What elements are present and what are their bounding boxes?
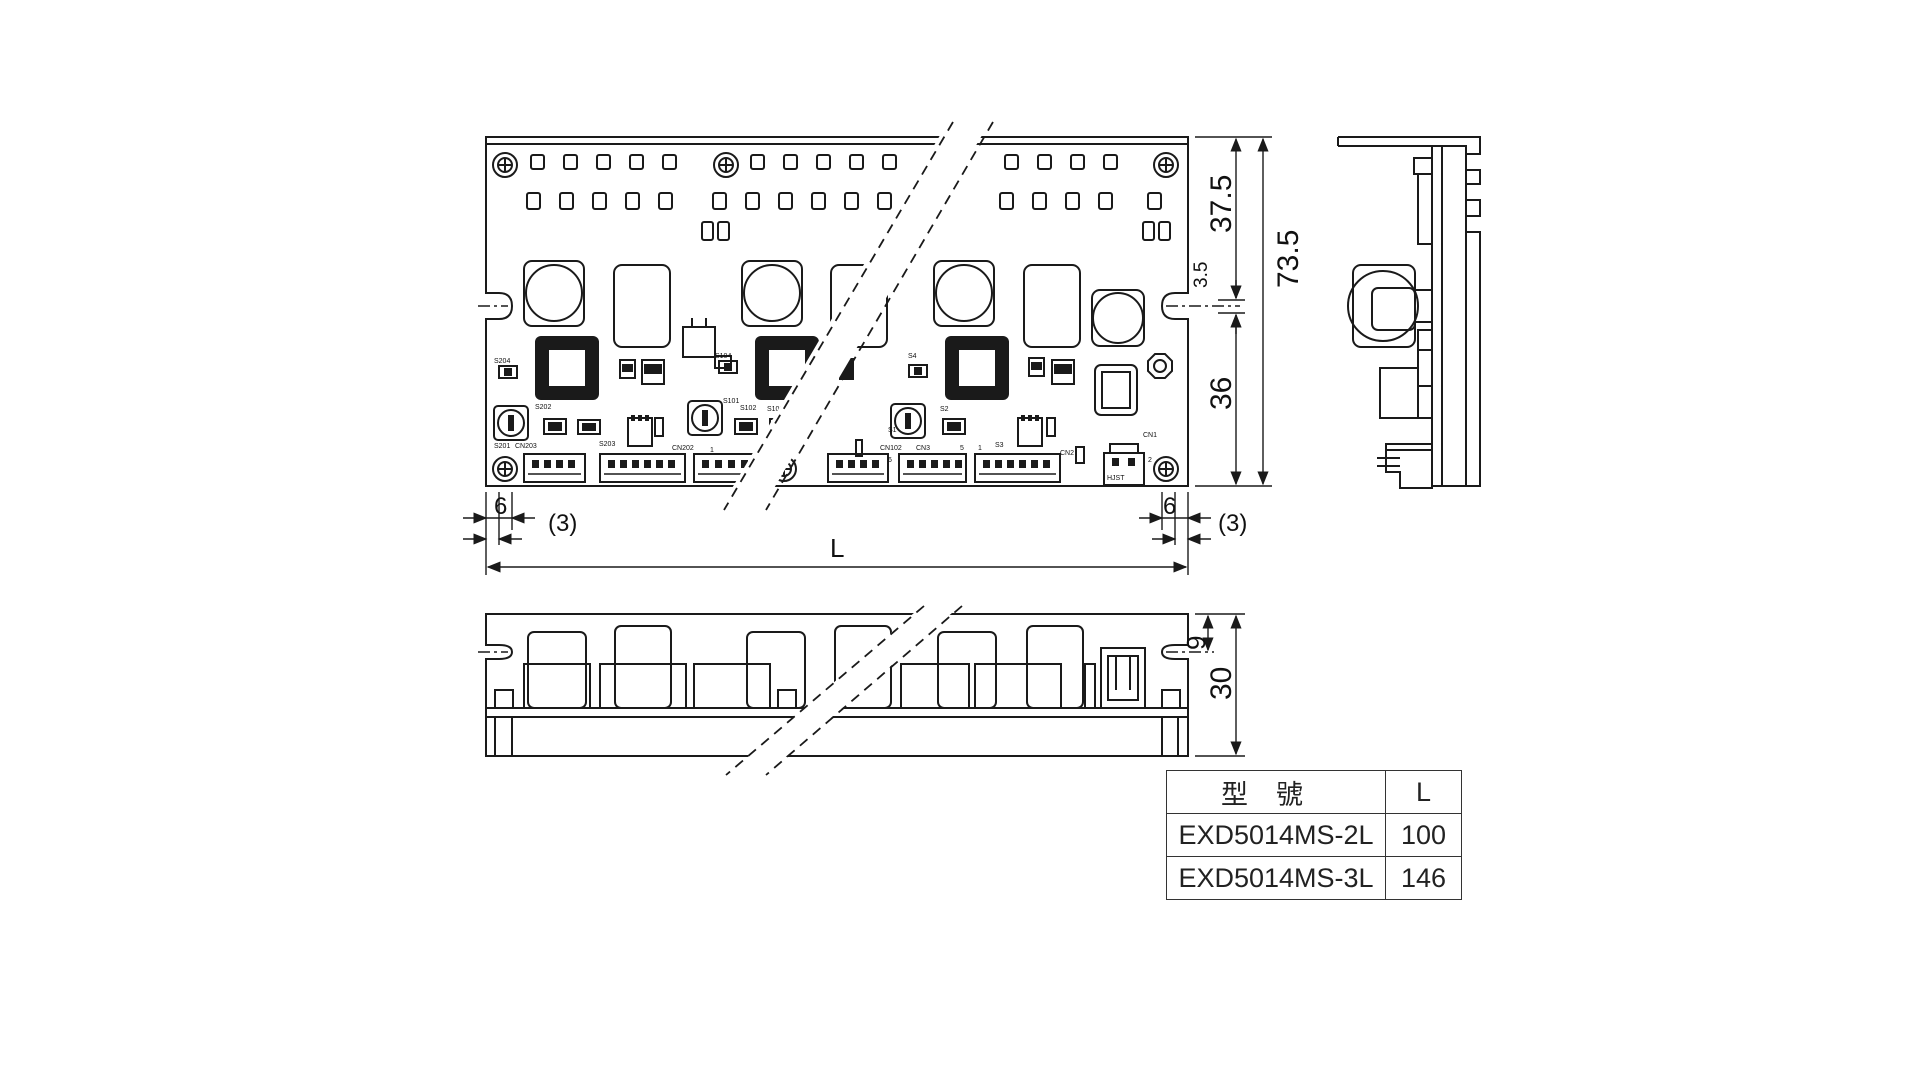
side-part [527, 631, 587, 709]
dim-top-height: 37.5 [1205, 175, 1238, 233]
pad-row-second [526, 192, 1171, 241]
connector [599, 453, 686, 483]
svg-text:5: 5 [960, 445, 964, 452]
connector [974, 453, 1061, 483]
side-view-bottom: 9 30 [478, 605, 1245, 776]
svg-text:S102: S102 [740, 405, 756, 412]
svg-text:S104: S104 [715, 353, 731, 360]
side-connector-cn1 [1100, 647, 1146, 709]
dim-left-margin: 6 [494, 493, 507, 520]
svg-text:S2: S2 [940, 406, 949, 413]
svg-text:S103: S103 [767, 406, 783, 413]
inductor [523, 260, 585, 327]
top-view-board: S204 S202 S201 CN203 S203 CN202 S104 S10… [478, 120, 1240, 512]
side-inductor [1347, 264, 1432, 348]
power-module [1094, 364, 1138, 416]
svg-text:CN102: CN102 [880, 445, 902, 452]
table-header-row: 型號 L [1166, 770, 1462, 814]
rotary-switch [687, 400, 723, 436]
capacitor [830, 264, 888, 348]
inductor [933, 260, 995, 327]
side-part [937, 631, 997, 709]
svg-text:S204: S204 [494, 358, 510, 365]
dim-lower-height: 36 [1205, 377, 1238, 410]
break-gap [727, 606, 960, 775]
capacitor [613, 264, 671, 348]
screw-icon [1153, 456, 1179, 482]
table-row: EXD5014MS-2L 100 [1166, 813, 1462, 857]
table-cell-l: 146 [1385, 856, 1462, 900]
ic-chip [535, 336, 599, 400]
inductor [741, 260, 803, 327]
svg-text:1: 1 [978, 445, 982, 452]
svg-text:CN1: CN1 [1143, 432, 1157, 439]
screw-icon [713, 152, 739, 178]
svg-text:6: 6 [888, 457, 892, 464]
break-gap [718, 120, 991, 512]
board-outline [485, 136, 1189, 487]
svg-text:CN202: CN202 [672, 445, 694, 452]
svg-text:S1: S1 [888, 427, 897, 434]
silkscreen-labels: S204 S202 S201 CN203 S203 CN202 S104 S10… [494, 353, 1157, 482]
connector [898, 453, 967, 483]
svg-text:CN3: CN3 [916, 445, 930, 452]
side-part [614, 625, 672, 709]
connector [827, 453, 889, 483]
dim-hole-offset: 3.5 [1191, 262, 1212, 288]
dim-left-edge: (3) [548, 510, 577, 537]
connector-cn1 [1103, 443, 1145, 486]
break-line [765, 121, 994, 511]
side-view-right [1337, 136, 1481, 489]
octagon-part [1147, 353, 1173, 379]
dim-length: L [830, 533, 844, 563]
svg-text:S202: S202 [535, 404, 551, 411]
dim-side-height: 30 [1205, 667, 1238, 700]
break-line [765, 605, 963, 776]
svg-text:CN2: CN2 [1060, 450, 1074, 457]
ic-chip [945, 336, 1009, 400]
side-part [1026, 625, 1084, 709]
svg-text:S4: S4 [908, 353, 917, 360]
table-cell-l: 100 [1385, 813, 1462, 857]
table-cell-model: EXD5014MS-3L [1166, 856, 1386, 900]
rotary-switch [493, 405, 529, 441]
inductor [1091, 289, 1145, 347]
svg-text:1: 1 [710, 447, 714, 454]
screw-icon [492, 152, 518, 178]
side-part [746, 631, 806, 709]
dim-right-edge: (3) [1218, 510, 1247, 537]
dim-right-margin: 6 [1163, 493, 1176, 520]
pad-row-top [530, 154, 1118, 170]
break-line [725, 605, 925, 776]
connector [523, 453, 586, 483]
dim-side-top: 9 [1181, 636, 1211, 650]
svg-text:S3: S3 [995, 442, 1004, 449]
side-connector [1377, 443, 1433, 489]
svg-text:2: 2 [1148, 457, 1152, 464]
table-cell-model: EXD5014MS-2L [1166, 813, 1386, 857]
table-row: EXD5014MS-3L 146 [1166, 856, 1462, 900]
svg-text:S101: S101 [723, 398, 739, 405]
table-header-l: L [1385, 770, 1462, 814]
dim-total-height: 73.5 [1272, 230, 1305, 288]
table-header-model: 型號 [1166, 770, 1386, 814]
model-length-table: 型號 L EXD5014MS-2L 100 EXD5014MS-3L 146 [1166, 770, 1462, 900]
screw-icon [1153, 152, 1179, 178]
svg-text:CN203: CN203 [515, 443, 537, 450]
svg-text:S201: S201 [494, 443, 510, 450]
rotary-switch [890, 403, 926, 439]
svg-text:HJST: HJST [1107, 475, 1125, 482]
svg-text:S203: S203 [599, 441, 615, 448]
capacitor [1023, 264, 1081, 348]
screw-icon [492, 456, 518, 482]
break-line [723, 121, 954, 511]
top-view-dimensions: 37.5 73.5 3.5 36 6 (3) 6 (3) L [463, 136, 1305, 575]
